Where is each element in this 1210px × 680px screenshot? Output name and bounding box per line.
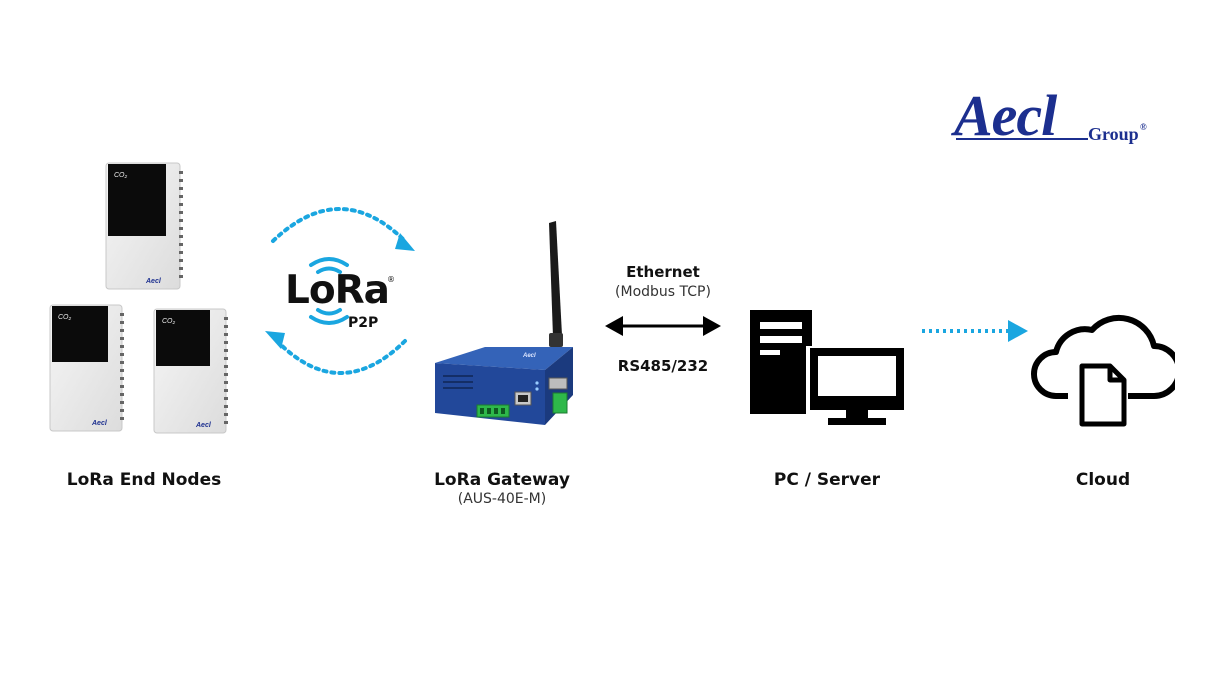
lora-mode: P2P	[348, 315, 379, 331]
brand-underline	[956, 138, 1088, 140]
pc-server-icon	[750, 310, 906, 425]
lora-wireless-arrows	[265, 207, 415, 375]
bidirectional-arrow-icon	[605, 316, 721, 336]
arrowhead-right-icon	[395, 233, 415, 251]
terminal-block-side	[552, 392, 568, 414]
gateway-device: Aecl	[435, 221, 573, 425]
brand-suffix: Group	[1088, 124, 1139, 144]
gateway-model-label: (AUS-40E-M)	[457, 491, 547, 507]
lora-registered: ®	[387, 275, 395, 284]
lora-logo: LoRa ® P2P	[285, 255, 415, 335]
lora-signal-icon	[309, 257, 349, 325]
end-node-device-top: CO₂ Aecl	[105, 162, 183, 290]
sensor-mark: CO₂	[114, 172, 128, 179]
pc-server-label: PC / Server	[773, 470, 881, 490]
arrowhead-left-icon	[265, 331, 285, 349]
sensor-mark: CO₂	[58, 314, 72, 321]
file-icon	[1079, 363, 1127, 427]
lora-word: LoRa	[285, 268, 390, 313]
brand-name: Aecl	[954, 83, 1057, 148]
gateway-label: LoRa Gateway	[434, 470, 570, 490]
device-brand: Aecl	[145, 278, 162, 285]
link-ethernet-label: Ethernet	[626, 263, 700, 281]
end-node-device-left: CO₂ Aecl	[49, 304, 124, 432]
link-protocol-label: (Modbus TCP)	[615, 284, 711, 300]
device-brand: Aecl	[195, 422, 212, 429]
antenna-icon	[549, 221, 563, 347]
end-nodes-label: LoRa End Nodes	[66, 470, 222, 490]
brand-logo: Aecl Group ®	[954, 82, 1154, 152]
terminal-block	[476, 404, 510, 418]
upload-arrow	[922, 320, 1028, 342]
arrowhead-right-icon	[1008, 320, 1028, 342]
cloud-label: Cloud	[1075, 470, 1131, 490]
device-brand: Aecl	[91, 420, 108, 427]
wireless-arc-top	[271, 207, 407, 243]
brand-registered: ®	[1140, 122, 1147, 132]
link-serial-label: RS485/232	[617, 357, 709, 375]
sensor-mark: CO₂	[162, 318, 176, 325]
wireless-arc-bottom	[275, 339, 407, 375]
cloud-icon	[1031, 314, 1175, 427]
end-node-device-right: CO₂ Aecl	[153, 308, 228, 434]
end-node-devices: CO₂ Aecl CO₂ Aecl CO₂ Aecl	[49, 162, 228, 434]
device-brand: Aecl	[522, 353, 536, 359]
